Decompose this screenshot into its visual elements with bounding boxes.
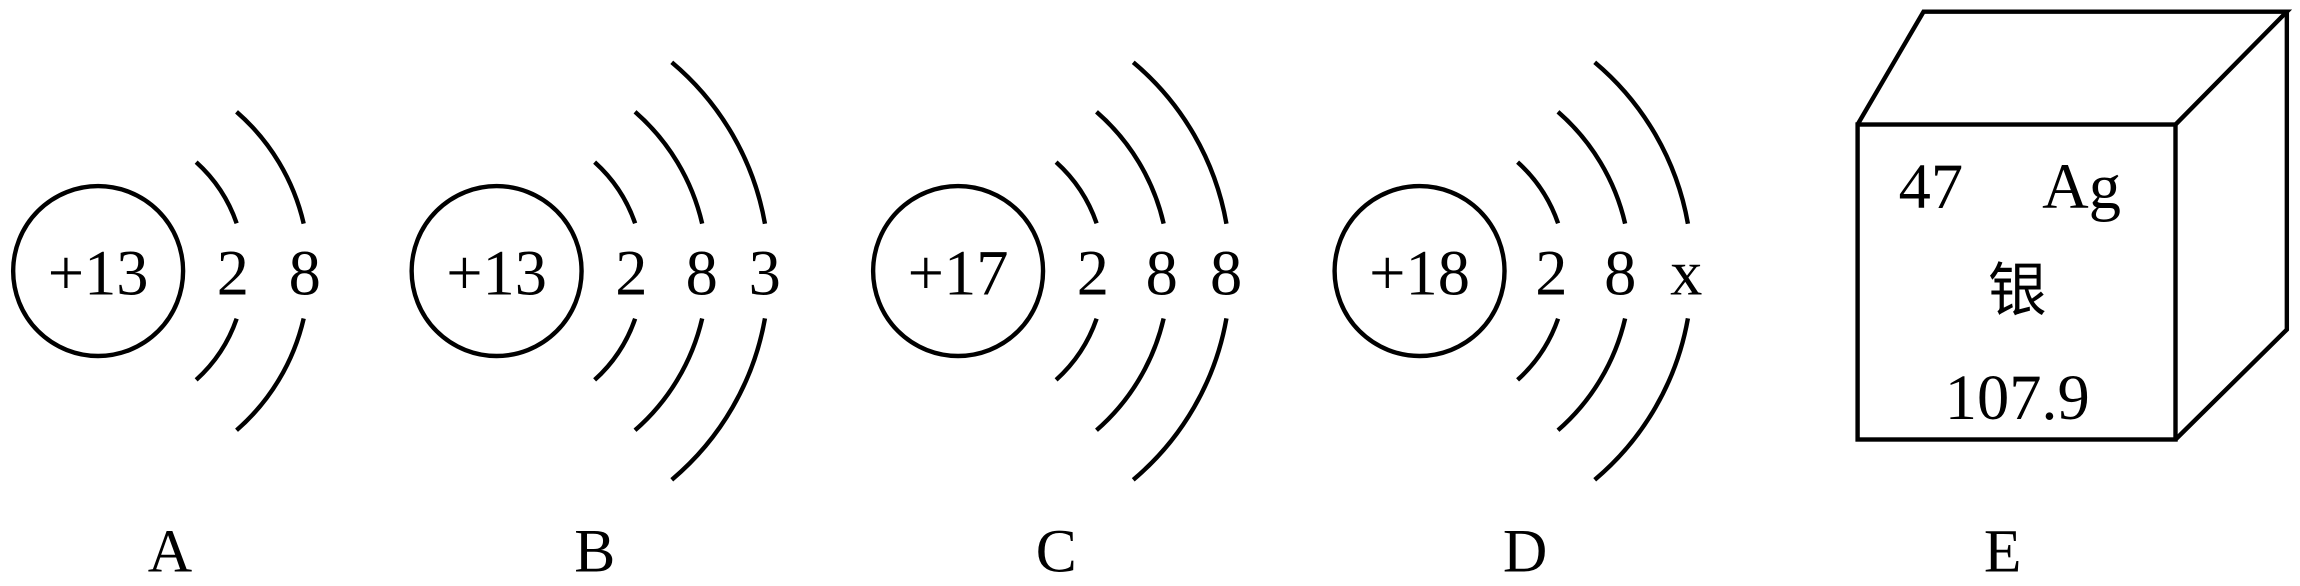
electron-shell-arc xyxy=(1054,160,1099,225)
shell-electron-count: 2 xyxy=(217,237,249,308)
electron-shell-arc xyxy=(1131,60,1229,225)
option-label-e: E xyxy=(1984,517,2022,585)
electron-shell-arc xyxy=(1131,317,1229,482)
electron-shell-arc xyxy=(1556,317,1628,432)
electron-shell-arc xyxy=(1095,317,1166,432)
nucleus-charge: +17 xyxy=(908,237,1009,308)
shell-electron-count: 8 xyxy=(1604,237,1636,308)
shell-electron-count: 8 xyxy=(1146,237,1178,308)
shell-electron-count: 3 xyxy=(749,237,781,308)
electron-shell-arc xyxy=(670,317,768,482)
nucleus-charge: +18 xyxy=(1369,237,1470,308)
atomic-number: 47 xyxy=(1899,151,1963,222)
element-cell-e: 47 Ag 银 107.9 E xyxy=(1855,9,2293,585)
electron-shell-arc xyxy=(1095,110,1166,225)
shell-electron-count: 8 xyxy=(289,237,321,308)
option-label-d: D xyxy=(1503,517,1547,585)
shell-electron-count: 2 xyxy=(615,237,647,308)
electron-shell-arc xyxy=(593,318,638,382)
cube-outline xyxy=(1855,9,2293,442)
electron-shell-arc xyxy=(1054,318,1099,382)
electron-shell-arc xyxy=(194,160,239,225)
option-label-b: B xyxy=(574,517,615,585)
electron-shell-arc xyxy=(1593,60,1691,225)
electron-shell-arc xyxy=(593,160,638,225)
shell-electron-count: 8 xyxy=(686,237,718,308)
nucleus-circle xyxy=(409,183,584,359)
option-label-c: C xyxy=(1036,517,1077,585)
electron-shell-arc xyxy=(1516,160,1561,225)
electron-shell-arc xyxy=(633,110,705,225)
electron-shell-arc xyxy=(235,110,306,225)
atomic-mass: 107.9 xyxy=(1945,362,2090,433)
shell-electron-count: 2 xyxy=(1077,237,1109,308)
nucleus-charge: +13 xyxy=(48,237,149,308)
shell-electron-count: 8 xyxy=(1210,237,1242,308)
nucleus-circle xyxy=(10,183,186,359)
electron-shell-arc xyxy=(670,60,768,225)
nucleus-circle xyxy=(870,183,1046,359)
nucleus-circle xyxy=(1332,183,1507,359)
nucleus-charge: +13 xyxy=(446,237,547,308)
electron-shell-arc xyxy=(1556,110,1628,225)
element-symbol: Ag xyxy=(2042,151,2121,222)
electron-shell-arc xyxy=(194,318,239,382)
electron-shell-arc xyxy=(1516,318,1561,382)
option-label-a: A xyxy=(148,517,192,585)
electron-shell-arc xyxy=(235,317,306,432)
electron-shell-arc xyxy=(633,317,705,432)
shell-electron-count: x xyxy=(1670,237,1702,308)
shell-electron-count: 2 xyxy=(1535,237,1567,308)
element-name: 银 xyxy=(1988,257,2047,325)
electron-shell-arc xyxy=(1593,317,1691,482)
